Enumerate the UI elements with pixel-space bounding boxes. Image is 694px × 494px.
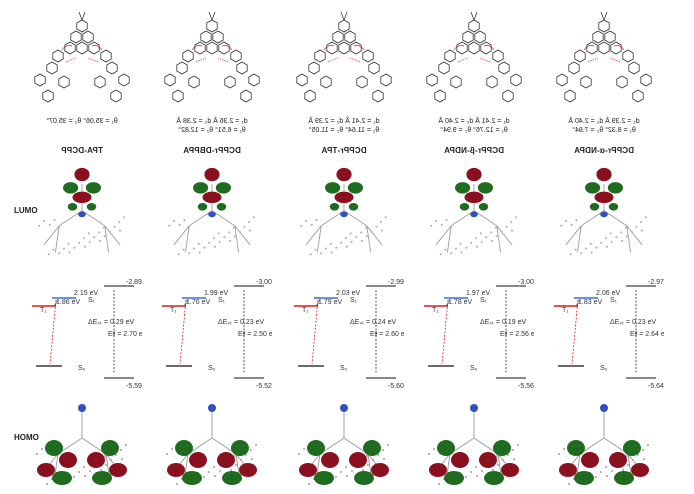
t1-energy-label: 1.78 eV [448, 299, 472, 306]
geometry-parameter: θ₁ = 35.06° θ₂ = 35.07° [46, 118, 118, 125]
molecule-column: d₁ = 2.36 Å d₂ = 2.38 Å θ₁ = 6.51° θ₂ = 1… [150, 0, 274, 494]
s0-state-label: S₀ [208, 365, 216, 372]
molecule-name: DCPPr-TPA [321, 146, 367, 155]
s1-energy-label: 2.06 eV [596, 290, 620, 297]
t1-energy-label: 1.79 eV [318, 299, 342, 306]
s1-state-label: S₁ [480, 297, 488, 304]
chemical-structure-icon [34, 11, 130, 103]
s1-energy-label: 2.03 eV [336, 290, 360, 297]
s1-state-label: S₁ [218, 297, 226, 304]
lumo-energy-label: -2.89 eV [126, 279, 142, 286]
homo-energy-label: -5.60 eV [388, 383, 404, 390]
molecule-name: DCPPr-β-NDPA [443, 146, 505, 155]
homo-orbital-image [297, 404, 390, 486]
delta-est-label: ΔEₛₜ = 0.24 eV [350, 319, 396, 326]
s1-state-label: S₁ [88, 297, 96, 304]
geometry-parameters: d₁ = 2.36 Å d₂ = 2.38 Å θ₁ = 6.51° θ₂ = 1… [154, 117, 270, 135]
s1-energy-label: 1.99 eV [204, 290, 228, 297]
molecule-name: DCPPr-α-NDPA [573, 146, 635, 155]
geometry-parameter: d₁ = 2.41 Å d₂ = 2.39 Å [308, 118, 380, 125]
band-gap-label: Eᵍ = 2.64 eV [630, 331, 664, 338]
lumo-orbital-image [300, 167, 387, 256]
geometry-parameters: θ₁ = 35.06° θ₂ = 35.07° [24, 117, 140, 126]
t1-state-label: T₁ [432, 307, 439, 314]
geometry-parameter: θ₁ = 8.32° θ₂ = 7.84° [572, 127, 636, 134]
molecule-name: TPA-DCPP [61, 146, 103, 155]
lumo-orbital-image [38, 167, 125, 256]
energy-level-diagram: -2.89 eV -5.59 eV Eᵍ = 2.70 eV 2.15 eV 1.86 … [32, 279, 142, 390]
delta-est-label: ΔEₛₜ = 0.29 eV [88, 319, 134, 326]
homo-energy-label: -5.52 eV [256, 383, 272, 390]
chemical-structure-icon [164, 11, 260, 103]
chemical-structure-icon [296, 11, 392, 103]
lumo-energy-label: -3.00 eV [256, 279, 272, 286]
chemical-structure-icon [556, 11, 652, 103]
geometry-parameters: d₁ = 2.39 Å d₂ = 2.40 Å θ₁ = 8.32° θ₂ = 7… [546, 117, 662, 135]
t1-energy-label: 1.86 eV [56, 299, 80, 306]
homo-energy-label: -5.59 eV [126, 383, 142, 390]
lumo-energy-label: -2.97 eV [648, 279, 664, 286]
s0-state-label: S₀ [470, 365, 478, 372]
band-gap-label: Eᵍ = 2.50 eV [238, 331, 272, 338]
delta-est-label: ΔEₛₜ = 0.23 eV [218, 319, 264, 326]
geometry-parameter: θ₁ = 6.51° θ₂ = 12.82° [178, 127, 246, 134]
energy-level-diagram: -3.00 eV -5.52 eV Eᵍ = 2.50 eV 1.99 eV 1.76 … [162, 279, 272, 390]
row-label-homo: HOMO [14, 433, 39, 442]
geometry-parameter: θ₁ = 12.76° θ₂ = 9.94° [440, 127, 508, 134]
s1-energy-label: 2.15 eV [74, 290, 98, 297]
lumo-orbital-image [430, 167, 517, 256]
homo-energy-label: -5.56 eV [518, 383, 534, 390]
molecule-name: DCPPr-DBPPA [183, 146, 241, 155]
s0-state-label: S₀ [340, 365, 348, 372]
t1-state-label: T₁ [40, 307, 47, 314]
homo-orbital-image [557, 404, 650, 486]
delta-est-label: ΔEₛₜ = 0.19 eV [480, 319, 526, 326]
geometry-parameter: d₁ = 2.39 Å d₂ = 2.40 Å [568, 118, 640, 125]
band-gap-label: Eᵍ = 2.56 eV [500, 331, 534, 338]
t1-energy-label: 1.76 eV [186, 299, 210, 306]
delta-est-label: ΔEₛₜ = 0.23 eV [610, 319, 656, 326]
t1-state-label: T₁ [170, 307, 177, 314]
lumo-energy-label: -2.99 eV [388, 279, 404, 286]
t1-energy-label: 1.83 eV [578, 299, 602, 306]
molecule-column: d₁ = 2.41 Å d₂ = 2.40 Å θ₁ = 12.76° θ₂ = … [412, 0, 536, 494]
geometry-parameters: d₁ = 2.41 Å d₂ = 2.40 Å θ₁ = 12.76° θ₂ = … [416, 117, 532, 135]
t1-state-label: T₁ [562, 307, 569, 314]
t1-state-label: T₁ [302, 307, 309, 314]
lumo-energy-label: -3.00 eV [518, 279, 534, 286]
lumo-orbital-image [560, 167, 647, 256]
band-gap-label: Eᵍ = 2.60 eV [370, 331, 404, 338]
molecule-column: d₁ = 2.41 Å d₂ = 2.39 Å θ₁ = 11.64° θ₂ = … [282, 0, 406, 494]
s1-state-label: S₁ [350, 297, 358, 304]
band-gap-label: Eᵍ = 2.70 eV [108, 331, 142, 338]
geometry-parameter: d₁ = 2.41 Å d₂ = 2.40 Å [438, 118, 510, 125]
chemical-structure-icon [426, 11, 522, 103]
s0-state-label: S₀ [78, 365, 86, 372]
homo-orbital-image [427, 404, 520, 486]
s1-state-label: S₁ [610, 297, 618, 304]
homo-orbital-image [35, 404, 128, 486]
s1-energy-label: 1.97 eV [466, 290, 490, 297]
row-label-lumo: LUMO [14, 206, 38, 215]
molecule-column: θ₁ = 35.06° θ₂ = 35.07°TPA-DCPP-2.89 eV-… [20, 0, 144, 494]
energy-level-diagram: -2.99 eV -5.60 eV Eᵍ = 2.60 eV 2.03 eV 1.79 … [294, 279, 404, 390]
geometry-parameter: θ₁ = 11.64° θ₂ = 11.05° [308, 127, 380, 134]
homo-energy-label: -5.64 eV [648, 383, 664, 390]
lumo-orbital-image [168, 167, 255, 256]
geometry-parameter: d₁ = 2.36 Å d₂ = 2.38 Å [176, 118, 248, 125]
energy-level-diagram: -3.00 eV -5.56 eV Eᵍ = 2.56 eV 1.97 eV 1.78 … [424, 279, 534, 390]
geometry-parameters: d₁ = 2.41 Å d₂ = 2.39 Å θ₁ = 11.64° θ₂ = … [286, 117, 402, 135]
s0-state-label: S₀ [600, 365, 608, 372]
energy-level-diagram: -2.97 eV -5.64 eV Eᵍ = 2.64 eV 2.06 eV 1.83 … [554, 279, 664, 390]
homo-orbital-image [165, 404, 258, 486]
molecule-column: d₁ = 2.39 Å d₂ = 2.40 Å θ₁ = 8.32° θ₂ = 7… [542, 0, 666, 494]
